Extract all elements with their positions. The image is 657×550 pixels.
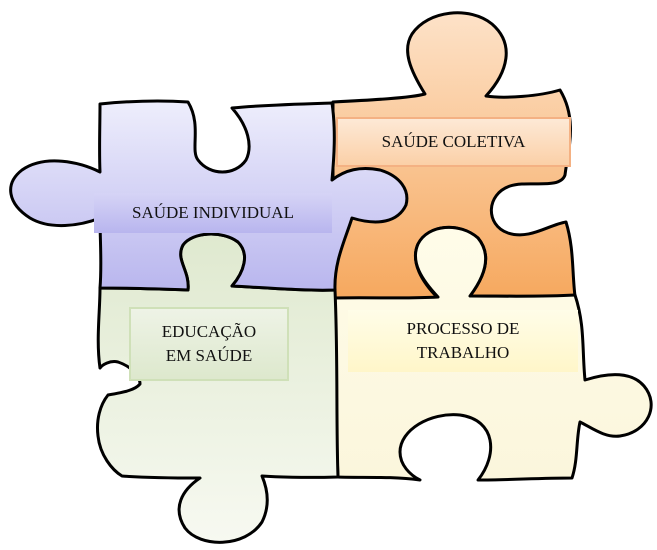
label-educacao-line2: EM SAÚDE xyxy=(165,346,253,365)
label-educacao-line1: EDUCAÇÃO xyxy=(161,322,257,341)
label-educacao-em-saude: EDUCAÇÃO EM SAÚDE xyxy=(129,307,289,381)
label-processo-de-trabalho: PROCESSO DE TRABALHO xyxy=(348,310,578,372)
label-processo-line1: PROCESSO DE xyxy=(406,319,520,338)
label-saude-individual: SAÚDE INDIVIDUAL xyxy=(94,193,332,233)
label-saude-coletiva: SAÚDE COLETIVA xyxy=(336,117,571,167)
label-saude-coletiva-text: SAÚDE COLETIVA xyxy=(381,132,526,151)
label-processo-line2: TRABALHO xyxy=(416,343,510,362)
label-saude-individual-text: SAÚDE INDIVIDUAL xyxy=(132,203,294,222)
